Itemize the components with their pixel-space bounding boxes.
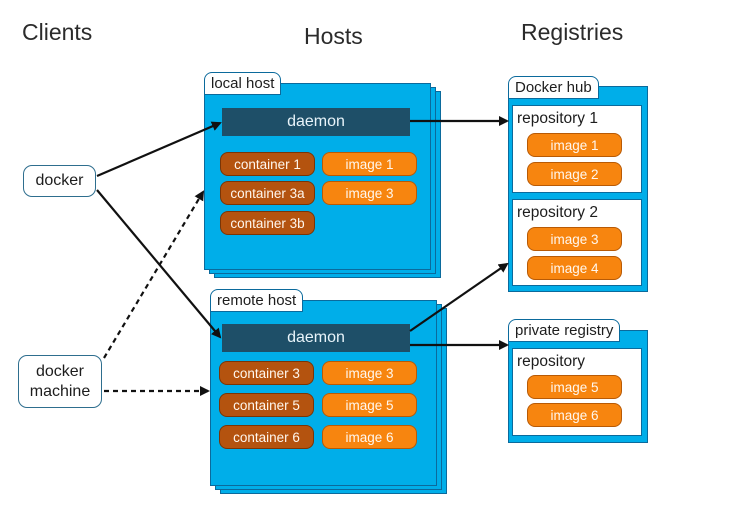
clients-heading: Clients <box>22 19 93 45</box>
local-container-3b[interactable]: container 3b <box>220 211 315 235</box>
private-repository-label: repository <box>517 353 586 370</box>
private-image-5[interactable]: image 5 <box>527 375 622 399</box>
repository-2-label: repository 2 <box>517 204 598 221</box>
arrow-docker-to-local-daemon <box>96 121 222 178</box>
docker-machine-client[interactable]: docker machine <box>18 355 102 408</box>
local-container-1[interactable]: container 1 <box>220 152 315 176</box>
remote-daemon[interactable]: daemon <box>222 324 410 352</box>
hub-repo2-image-4[interactable]: image 4 <box>527 256 622 280</box>
remote-image-6[interactable]: image 6 <box>322 425 417 449</box>
local-container-3a[interactable]: container 3a <box>220 181 315 205</box>
local-image-3[interactable]: image 3 <box>322 181 417 205</box>
hub-repo1-image-2[interactable]: image 2 <box>527 162 622 186</box>
remote-image-5[interactable]: image 5 <box>322 393 417 417</box>
hub-repo2-image-3[interactable]: image 3 <box>527 227 622 251</box>
docker-hub-label: Docker hub <box>508 76 599 99</box>
docker-client-label: docker <box>35 172 84 189</box>
docker-machine-label-line1: docker <box>35 362 85 380</box>
repository-1-label: repository 1 <box>517 110 598 127</box>
remote-container-3[interactable]: container 3 <box>219 361 314 385</box>
remote-container-5[interactable]: container 5 <box>219 393 314 417</box>
remote-image-3[interactable]: image 3 <box>322 361 417 385</box>
hub-repo1-image-1[interactable]: image 1 <box>527 133 622 157</box>
remote-container-6[interactable]: container 6 <box>219 425 314 449</box>
remote-host-label: remote host <box>210 289 304 312</box>
private-registry-label: private registry <box>508 319 621 342</box>
registries-heading: Registries <box>521 19 624 45</box>
docker-machine-label-line2: machine <box>29 382 91 400</box>
arrow-remote-daemon-to-docker-hub <box>409 262 509 332</box>
hosts-heading: Hosts <box>304 23 363 49</box>
local-host-label: local host <box>204 72 282 95</box>
local-image-1[interactable]: image 1 <box>322 152 417 176</box>
private-image-6[interactable]: image 6 <box>527 403 622 427</box>
local-daemon[interactable]: daemon <box>222 108 410 136</box>
arrow-docker-to-remote-daemon <box>96 189 222 339</box>
docker-client[interactable]: docker <box>23 165 96 197</box>
